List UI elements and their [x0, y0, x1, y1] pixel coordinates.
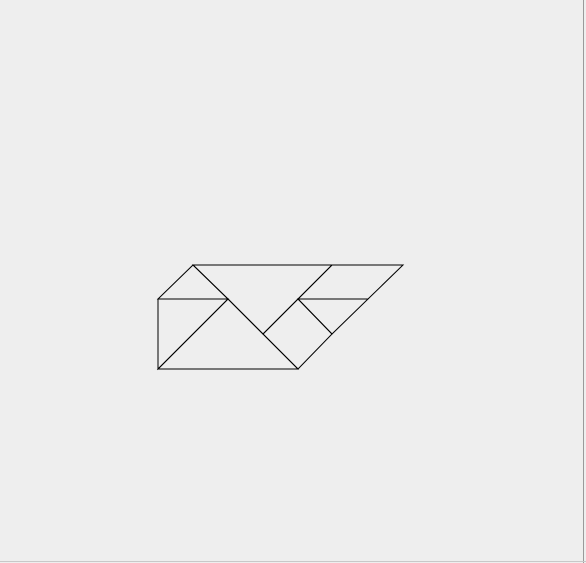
parallelogram-right[interactable] — [296, 264, 405, 300]
window-edge-right — [583, 0, 584, 563]
small-triangle-right[interactable] — [296, 298, 370, 335]
large-triangle-bottom[interactable] — [156, 298, 300, 370]
medium-triangle-top[interactable] — [262, 298, 333, 370]
tangram-pieces — [156, 264, 405, 371]
small-triangle-top-left[interactable] — [156, 264, 230, 300]
window-edge-bottom — [0, 561, 586, 562]
